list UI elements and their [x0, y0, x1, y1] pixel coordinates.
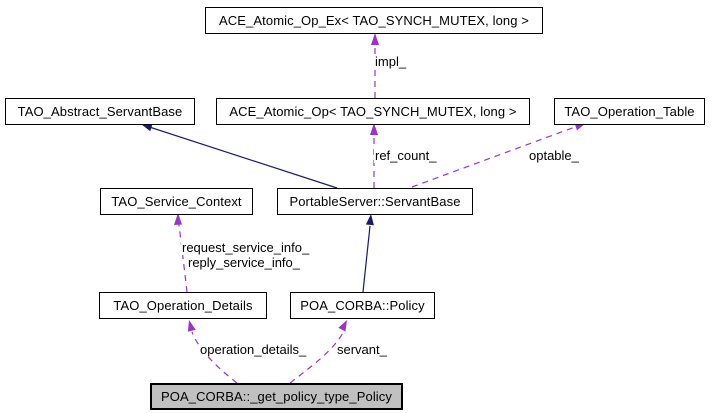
- class-node-portableserver-servantbase[interactable]: PortableServer::ServantBase: [277, 188, 473, 215]
- class-node-ace-atomic-op-ex[interactable]: ACE_Atomic_Op_Ex< TAO_SYNCH_MUTEX, long …: [205, 7, 543, 34]
- edge-label-impl: impl_: [374, 54, 408, 69]
- edge-label-request-service-info: request_service_info_: [181, 240, 311, 255]
- edge-label-operation-details: operation_details_: [199, 342, 308, 357]
- edge-operation-details: [187, 320, 238, 384]
- class-node-poa-corba-policy[interactable]: POA_CORBA::Policy: [290, 292, 435, 319]
- class-node-tao-service-context[interactable]: TAO_Service_Context: [100, 188, 253, 215]
- edge-label-optable: optable_: [528, 148, 580, 163]
- class-node-ace-atomic-op[interactable]: ACE_Atomic_Op< TAO_SYNCH_MUTEX, long >: [216, 98, 530, 125]
- edge-inherit-servantbase: [362, 214, 374, 293]
- edge-inherit-abstract-servantbase: [141, 123, 338, 189]
- class-node-tao-operation-table[interactable]: TAO_Operation_Table: [554, 98, 705, 125]
- class-node-poa-corba-get-policy-type-policy: POA_CORBA::_get_policy_type_Policy: [150, 383, 403, 410]
- edge-label-servant: servant_: [336, 342, 388, 357]
- class-node-tao-abstract-servantbase[interactable]: TAO_Abstract_ServantBase: [5, 98, 195, 125]
- edge-servant: [289, 320, 347, 384]
- edge-label-ref-count: ref_count_: [374, 148, 438, 163]
- edge-label-reply-service-info: reply_service_info_: [187, 255, 302, 270]
- edge-impl: [371, 33, 379, 98]
- class-node-tao-operation-details[interactable]: TAO_Operation_Details: [99, 292, 267, 319]
